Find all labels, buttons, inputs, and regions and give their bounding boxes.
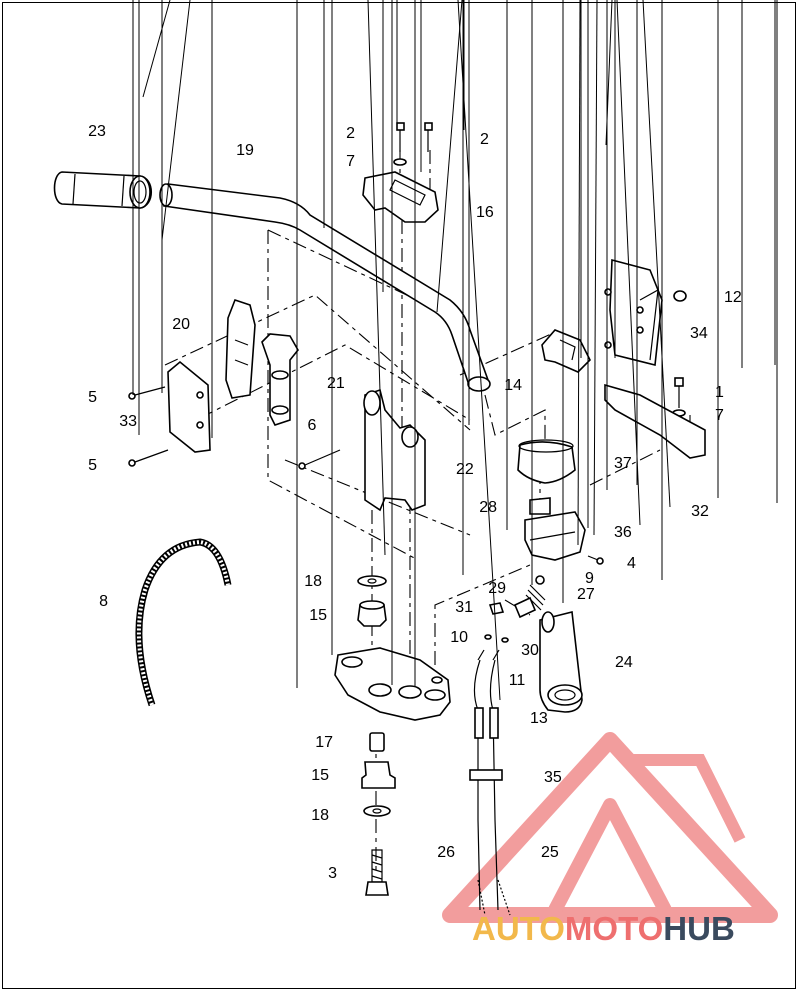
housing-screw — [587, 555, 604, 565]
callout-label-1: 1 — [715, 384, 724, 401]
logo-word-auto: AUTO — [472, 910, 565, 947]
callout-label-21: 21 — [327, 375, 345, 392]
left-housing-screws — [128, 386, 169, 467]
handlebar — [159, 183, 491, 392]
callout-label-14: 14 — [504, 377, 522, 394]
callout-label-29: 29 — [488, 580, 506, 597]
leader-line-14 — [367, 0, 386, 556]
left-grip — [53, 171, 153, 209]
right-switch-housing — [604, 258, 687, 366]
callout-label-23: 23 — [88, 123, 106, 140]
callout-label-31: 31 — [455, 599, 473, 616]
callout-label-20: 20 — [172, 316, 190, 333]
throttle-grip — [539, 611, 583, 713]
leader-line-23 — [142, 0, 171, 98]
callout-label-18b: 18 — [311, 807, 329, 824]
callout-label-18a: 18 — [304, 573, 322, 590]
callout-label-8: 8 — [99, 593, 108, 610]
leader-line-9 — [577, 0, 581, 546]
callout-label-17: 17 — [315, 734, 333, 751]
callout-label-5b: 5 — [88, 457, 97, 474]
lower-riser-bushing — [361, 732, 396, 896]
leader-line-19 — [161, 0, 191, 241]
callout-label-37: 37 — [614, 455, 632, 472]
callout-label-24: 24 — [615, 654, 633, 671]
throttle-cover — [517, 439, 576, 484]
callout-label-19: 19 — [236, 142, 254, 159]
friction-adjuster — [513, 575, 546, 619]
logo-word-moto: MOTO — [564, 910, 664, 947]
callout-label-7b: 7 — [715, 407, 724, 424]
callout-label-22: 22 — [456, 461, 474, 478]
upper-riser-bushing — [357, 575, 387, 627]
callout-label-35: 35 — [544, 769, 562, 786]
leader-line-6 — [436, 0, 463, 313]
callout-label-30: 30 — [521, 642, 539, 659]
callout-label-33: 33 — [119, 413, 137, 430]
callout-label-10: 10 — [450, 629, 468, 646]
riser-assembly — [363, 388, 426, 512]
switch-bracket — [541, 329, 591, 373]
callout-label-7a: 7 — [346, 153, 355, 170]
leader-line-30 — [616, 0, 641, 526]
cable-clips — [484, 634, 509, 643]
friction-nut — [488, 602, 505, 615]
callout-label-16: 16 — [476, 204, 494, 221]
riser-left — [261, 333, 299, 426]
throttle-cables — [469, 649, 511, 916]
logo-triangle-icon — [442, 732, 778, 923]
callout-label-3: 3 — [328, 865, 337, 882]
callout-label-28: 28 — [479, 499, 497, 516]
throttle-housing — [524, 511, 586, 561]
callout-label-34: 34 — [690, 325, 708, 342]
callout-label-27: 27 — [577, 586, 595, 603]
callout-label-9: 9 — [585, 570, 594, 587]
leader-line-11 — [642, 0, 671, 508]
right-bracket-screw — [672, 377, 686, 417]
callout-label-36: 36 — [614, 524, 632, 541]
throttle-sleeve — [529, 497, 551, 515]
logo-wordmark: AUTOMOTOHUB — [472, 910, 735, 948]
callout-label-26: 26 — [437, 844, 455, 861]
callout-label-32: 32 — [691, 503, 709, 520]
logo-word-hub: HUB — [663, 910, 735, 947]
assembly-lines — [164, 150, 691, 870]
callout-label-11: 11 — [509, 672, 526, 689]
left-riser-clamp — [225, 299, 256, 399]
callout-label-12: 12 — [724, 289, 742, 306]
clamp-bolts — [393, 122, 433, 166]
callout-label-13: 13 — [530, 710, 548, 727]
callout-label-5a: 5 — [88, 389, 97, 406]
callout-label-15b: 15 — [311, 767, 329, 784]
callout-label-15a: 15 — [309, 607, 327, 624]
callout-label-2b: 2 — [480, 131, 489, 148]
callout-label-25: 25 — [541, 844, 559, 861]
wiring-conduit — [135, 538, 232, 707]
right-lower-bracket — [604, 383, 706, 459]
callout-label-6: 6 — [308, 417, 317, 434]
left-switch-housing — [167, 360, 211, 453]
callout-label-2a: 2 — [346, 125, 355, 142]
riser-bolt — [298, 449, 341, 470]
leader-line-32 — [457, 0, 501, 701]
callout-label-4: 4 — [627, 555, 636, 572]
leader-line-27 — [593, 0, 598, 536]
